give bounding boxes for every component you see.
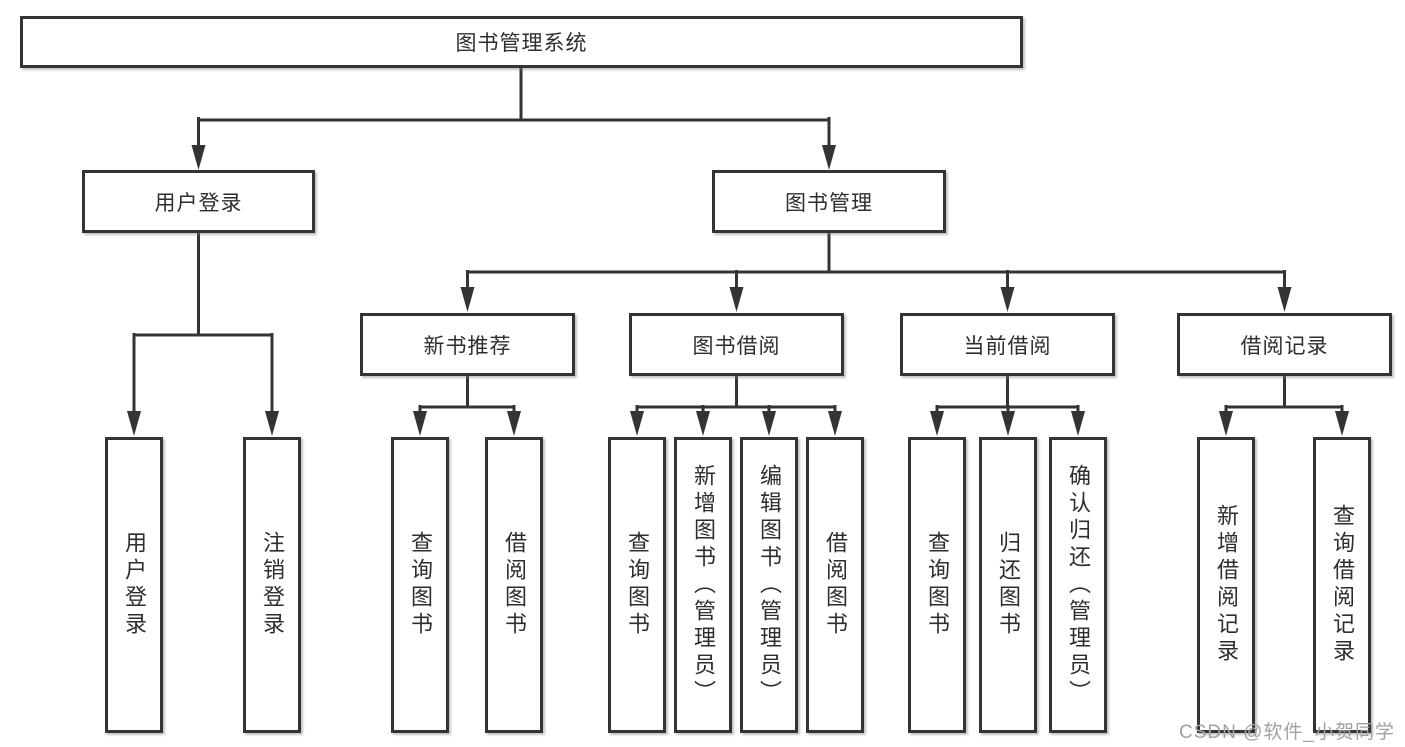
node-library-system: 图书管理系统 bbox=[20, 16, 1023, 68]
connector-borrow-records bbox=[1224, 376, 1344, 414]
node-label: 查询图书 bbox=[625, 531, 650, 639]
node-label: 借阅图书 bbox=[823, 531, 848, 639]
node-borrow-records: 借阅记录 bbox=[1177, 313, 1392, 376]
node-book-management: 图书管理 bbox=[712, 170, 946, 233]
node-label: 查询借阅记录 bbox=[1330, 504, 1355, 666]
node-label: 借阅记录 bbox=[1240, 334, 1329, 358]
node-new-book-recommend: 新书推荐 bbox=[360, 313, 575, 376]
node-label: 图书借阅 bbox=[692, 334, 781, 358]
node-current-return-books: 归还图书 bbox=[979, 437, 1037, 733]
node-label: 新增图书（管理员） bbox=[691, 463, 716, 707]
node-label: 用户登录 bbox=[154, 191, 243, 215]
connector-root bbox=[197, 68, 831, 148]
node-label: 图书管理 bbox=[785, 191, 873, 215]
node-label: 查询图书 bbox=[408, 531, 433, 639]
connector-book-borrow bbox=[635, 376, 837, 414]
node-records-add-record: 新增借阅记录 bbox=[1197, 437, 1255, 733]
node-label: 新书推荐 bbox=[423, 334, 512, 358]
node-label: 编辑图书（管理员） bbox=[757, 463, 782, 707]
connector-book-management bbox=[466, 233, 1286, 290]
node-label: 确认归还（管理员） bbox=[1066, 463, 1091, 707]
node-borrow-borrow-books: 借阅图书 bbox=[806, 437, 864, 733]
node-label: 注销登录 bbox=[260, 531, 285, 639]
node-borrow-add-books-admin: 新增图书（管理员） bbox=[674, 437, 732, 733]
node-user-login: 用户登录 bbox=[82, 170, 315, 233]
node-user-login-action: 用户登录 bbox=[105, 437, 163, 733]
node-label: 用户登录 bbox=[122, 531, 147, 639]
node-label: 借阅图书 bbox=[502, 531, 527, 639]
node-recommend-borrow-books: 借阅图书 bbox=[485, 437, 543, 733]
node-label: 当前借阅 bbox=[963, 334, 1052, 358]
connector-user-login bbox=[132, 233, 274, 414]
node-current-borrow: 当前借阅 bbox=[900, 313, 1115, 376]
connector-new-book-recommend bbox=[418, 376, 516, 414]
node-label: 图书管理系统 bbox=[455, 32, 588, 55]
arrowheads bbox=[127, 145, 1349, 436]
node-current-confirm-return-admin: 确认归还（管理员） bbox=[1049, 437, 1107, 733]
node-recommend-query-books: 查询图书 bbox=[391, 437, 449, 733]
node-records-query-record: 查询借阅记录 bbox=[1313, 437, 1371, 733]
node-borrow-query-books: 查询图书 bbox=[608, 437, 666, 733]
node-borrow-edit-books-admin: 编辑图书（管理员） bbox=[740, 437, 798, 733]
node-label: 新增借阅记录 bbox=[1214, 504, 1239, 666]
node-logout-action: 注销登录 bbox=[243, 437, 301, 733]
csdn-watermark: CSDN @软件_小贺同学 bbox=[1179, 722, 1395, 743]
connector-current-borrow bbox=[935, 376, 1080, 414]
node-label: 归还图书 bbox=[996, 531, 1021, 639]
node-label: 查询图书 bbox=[925, 531, 950, 639]
node-book-borrow: 图书借阅 bbox=[629, 313, 844, 376]
node-current-query-books: 查询图书 bbox=[908, 437, 966, 733]
